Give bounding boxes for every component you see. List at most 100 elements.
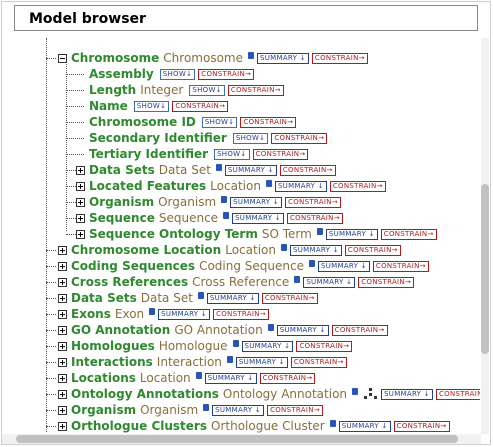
info-icon[interactable] (223, 211, 230, 219)
info-icon[interactable] (149, 307, 156, 315)
expand-icon[interactable] (58, 245, 67, 255)
constrain-button[interactable]: CONSTRAIN→ (331, 324, 388, 336)
summary-button[interactable]: SUMMARY ↓ (241, 340, 294, 352)
expand-icon[interactable] (76, 213, 85, 223)
constrain-button[interactable]: CONSTRAIN→ (344, 244, 401, 256)
show-button[interactable]: SHOW↓ (189, 84, 225, 96)
constrain-button[interactable]: CONSTRAIN→ (227, 84, 284, 96)
constrain-button[interactable]: CONSTRAIN→ (198, 68, 255, 80)
show-button[interactable]: SHOW↓ (159, 68, 196, 80)
constrain-button[interactable]: CONSTRAIN→ (372, 260, 429, 272)
info-icon[interactable] (232, 339, 239, 347)
summary-button[interactable]: SUMMARY ↓ (158, 308, 211, 320)
constrain-button[interactable]: CONSTRAIN→ (279, 164, 336, 176)
constrain-button[interactable]: CONSTRAIN→ (285, 196, 341, 208)
show-button[interactable]: SHOW↓ (214, 148, 250, 160)
tree-node-chromosome[interactable]: Chromosome Chromosome SUMMARY ↓ CONSTRAI… (58, 50, 368, 66)
expand-icon[interactable] (76, 165, 85, 175)
constrain-button[interactable]: CONSTRAIN→ (252, 148, 309, 160)
constrain-button[interactable]: CONSTRAIN→ (435, 388, 480, 400)
summary-button[interactable]: SUMMARY ↓ (303, 276, 356, 288)
constrain-button[interactable]: CONSTRAIN→ (259, 372, 316, 384)
constrain-button[interactable]: CONSTRAIN→ (286, 212, 343, 224)
expand-icon[interactable] (58, 293, 67, 303)
summary-button[interactable]: SUMMARY ↓ (206, 292, 259, 304)
expand-icon[interactable] (58, 357, 67, 367)
constrain-button[interactable]: CONSTRAIN→ (213, 308, 269, 320)
constrain-button[interactable]: CONSTRAIN→ (267, 404, 323, 416)
constrain-button[interactable]: CONSTRAIN→ (296, 340, 353, 352)
constrain-button[interactable]: CONSTRAIN→ (329, 180, 386, 192)
constrain-button[interactable]: CONSTRAIN→ (290, 356, 347, 368)
info-icon[interactable] (195, 371, 202, 379)
show-button[interactable]: SHOW↓ (232, 132, 269, 144)
constrain-button[interactable]: CONSTRAIN→ (380, 228, 437, 240)
horizontal-scrollbar[interactable] (2, 434, 481, 444)
info-icon[interactable] (265, 179, 272, 187)
info-icon[interactable] (280, 243, 287, 251)
expand-icon[interactable] (58, 341, 67, 351)
info-icon[interactable] (226, 355, 233, 363)
summary-button[interactable]: SUMMARY ↓ (224, 164, 277, 176)
expand-icon[interactable] (58, 309, 67, 319)
show-button[interactable]: SHOW↓ (133, 100, 170, 112)
constrain-button[interactable]: CONSTRAIN→ (358, 276, 415, 288)
summary-button[interactable]: SUMMARY ↓ (338, 420, 391, 432)
expand-icon[interactable] (76, 229, 85, 239)
show-button[interactable]: SHOW↓ (201, 116, 238, 128)
constrain-button[interactable]: CONSTRAIN→ (311, 52, 368, 64)
info-icon[interactable] (316, 227, 323, 235)
info-icon[interactable] (197, 291, 204, 299)
summary-button[interactable]: SUMMARY ↓ (232, 212, 284, 224)
constrain-button[interactable]: CONSTRAIN→ (240, 116, 297, 128)
expand-icon[interactable] (58, 389, 67, 399)
info-icon[interactable] (329, 419, 336, 427)
summary-button[interactable]: SUMMARY ↓ (230, 196, 283, 208)
graph-icon[interactable] (364, 388, 378, 400)
info-icon[interactable] (215, 163, 222, 171)
summary-button[interactable]: SUMMARY ↓ (276, 324, 329, 336)
info-icon[interactable] (308, 259, 315, 267)
summary-button[interactable]: SUMMARY ↓ (212, 404, 265, 416)
summary-button[interactable]: SUMMARY ↓ (235, 356, 288, 368)
constrain-button[interactable]: CONSTRAIN→ (393, 420, 450, 432)
expand-icon[interactable] (58, 277, 67, 287)
expand-icon[interactable] (58, 325, 67, 335)
expand-icon[interactable] (58, 373, 67, 383)
summary-button[interactable]: SUMMARY ↓ (257, 52, 309, 64)
constrain-button[interactable]: CONSTRAIN→ (172, 100, 229, 112)
info-icon[interactable] (248, 51, 254, 59)
info-icon[interactable] (294, 275, 301, 283)
vertical-scroll-thumb[interactable] (481, 184, 489, 354)
expand-icon[interactable] (76, 181, 85, 191)
horizontal-scroll-thumb[interactable] (16, 435, 458, 443)
info-icon[interactable] (221, 195, 228, 203)
collapse-icon[interactable] (58, 53, 67, 63)
summary-button[interactable]: SUMMARY ↓ (274, 180, 327, 192)
summary-button[interactable]: SUMMARY ↓ (317, 260, 370, 272)
expand-icon[interactable] (76, 197, 85, 207)
constrain-button[interactable]: CONSTRAIN→ (271, 132, 328, 144)
expand-icon[interactable] (58, 261, 67, 271)
